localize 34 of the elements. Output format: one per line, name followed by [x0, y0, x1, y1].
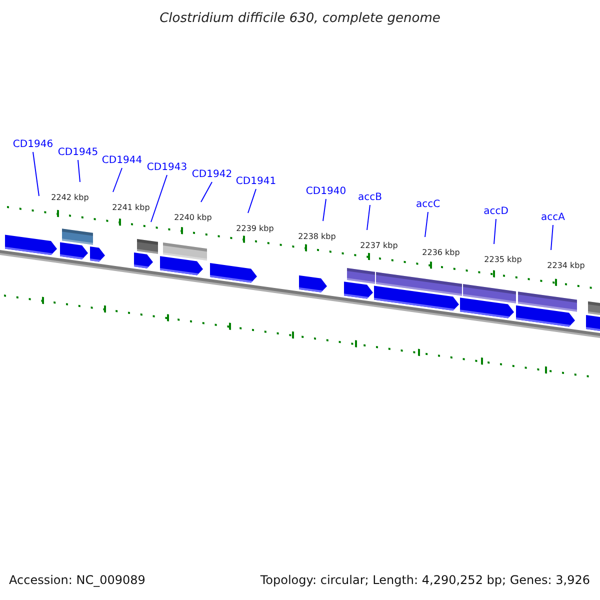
- leader-line: [248, 188, 256, 214]
- position-label: 2242 kbp: [51, 193, 89, 203]
- leader-line: [494, 218, 496, 244]
- leader-line: [112, 168, 122, 192]
- leader-line: [32, 152, 40, 196]
- position-label: 2235 kbp: [484, 255, 522, 265]
- gene-label: accD: [484, 206, 508, 218]
- map-title: Clostridium difficile 630, complete genome: [158, 10, 442, 28]
- position-label: 2240 kbp: [174, 213, 212, 223]
- position-label: 2234 kbp: [547, 261, 585, 271]
- leader-line: [366, 204, 370, 230]
- gene-label: CD1946: [12, 139, 54, 151]
- leader-line: [150, 174, 168, 222]
- position-label: 2239 kbp: [236, 224, 274, 234]
- position-label: 2238 kbp: [298, 232, 336, 242]
- leader-line: [200, 182, 212, 202]
- gene-label: CD1942: [192, 169, 232, 181]
- gene-label: CD1943: [146, 162, 188, 174]
- gene-label: CD1940: [306, 186, 346, 198]
- gene-label: accC: [416, 199, 440, 211]
- gene-label: accA: [541, 212, 565, 224]
- genome-stats-text: Topology: circular; Length: 4,290,252 bp; Genes: 3,926: [260, 573, 590, 587]
- gene-label: CD1944: [102, 155, 142, 167]
- gene-label: CD1945: [58, 147, 98, 159]
- gene-label: CD1941: [236, 176, 276, 188]
- leader-line: [78, 160, 80, 182]
- position-label: 2237 kbp: [360, 241, 398, 251]
- leader-line: [424, 212, 428, 238]
- position-label: 2241 kbp: [112, 203, 150, 213]
- accession-text: Accession: NC_009089: [9, 573, 146, 587]
- leader-line: [322, 198, 326, 222]
- leader-line: [550, 224, 554, 250]
- gene-label: accB: [358, 192, 382, 204]
- position-label: 2236 kbp: [422, 248, 460, 258]
